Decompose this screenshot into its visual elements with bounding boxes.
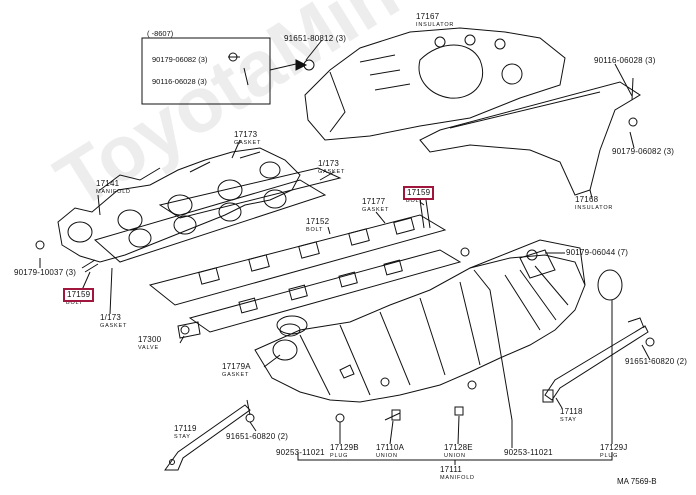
gasket-17173-upper (158, 167, 342, 219)
label-90179-06044: 90179-06044 (7) (566, 248, 629, 257)
label-90253-11021-left: 90253-11021 (276, 448, 325, 457)
exhaust-manifold-17141 (57, 147, 301, 263)
intake-manifold-17111 (254, 254, 586, 403)
label-91651-80812: 91651-80812 (3) (284, 34, 347, 43)
inset-header: ( -8607) (147, 29, 174, 38)
gasket-17173-lower (188, 249, 462, 333)
label-90179-06082: 90179-06082 (3) (612, 147, 675, 156)
stay-17119 (164, 404, 251, 471)
gasket-17173-left (93, 179, 327, 263)
reference-code: MA 7569-B (617, 477, 657, 486)
gasket-17177 (148, 214, 447, 306)
inset-box (141, 37, 271, 105)
gasket-17179a (276, 315, 308, 335)
gasket-oval-right (597, 269, 623, 301)
label-91651-60820-right: 91651-60820 (2) (625, 357, 688, 366)
label-91651-60820-bottom: 91651-60820 (2) (226, 432, 289, 441)
label-90253-11021-right: 90253-11021 (504, 448, 553, 457)
label-90179-10037: 90179-10037 (3) (14, 268, 77, 277)
inset-line-1: 90179-06082 (3) (152, 55, 208, 64)
insulator-17167 (304, 27, 566, 141)
inset-line-2: 90116-06028 (3) (152, 77, 207, 86)
insulator-17168 (419, 81, 641, 196)
label-90116-06028: 90116-06028 (3) (594, 56, 656, 65)
